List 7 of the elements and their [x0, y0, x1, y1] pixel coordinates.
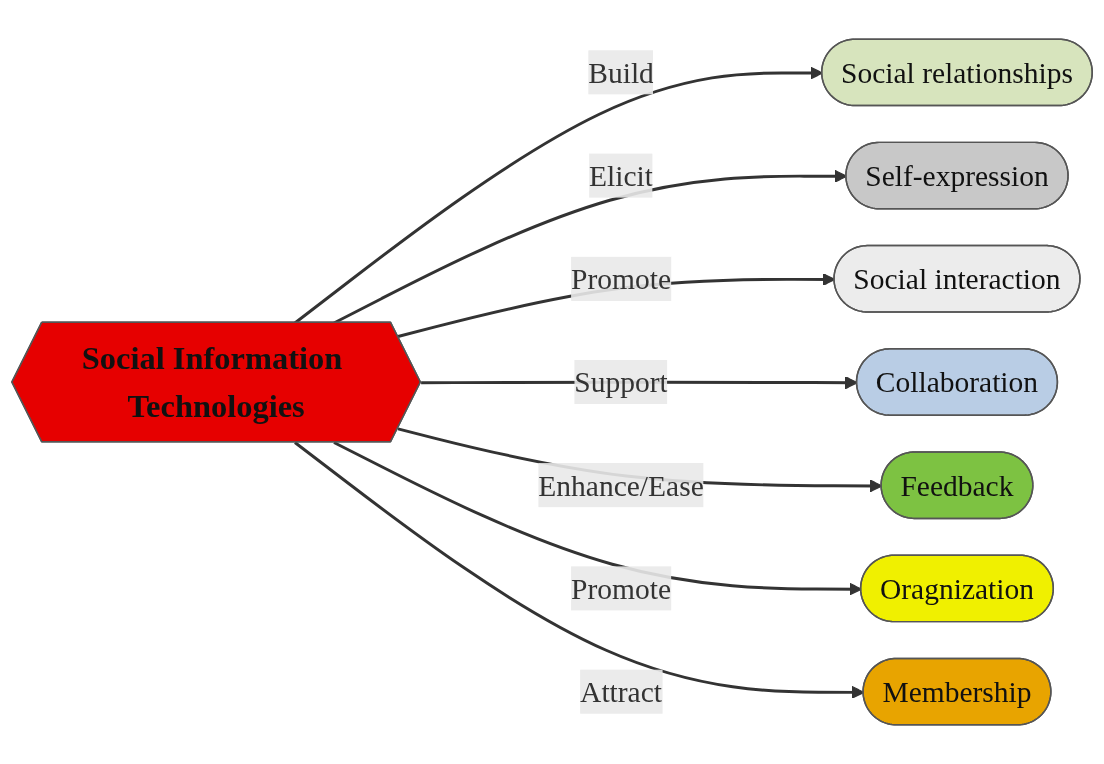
edge-label: Build [588, 56, 654, 89]
edge-label: Promote [571, 572, 672, 605]
edge-label: Elicit [589, 159, 653, 192]
edge-label: Promote [571, 262, 672, 295]
edge-label: Enhance/Ease [538, 469, 704, 502]
edge-label: Support [574, 365, 668, 399]
edge-label: Attract [580, 675, 662, 708]
